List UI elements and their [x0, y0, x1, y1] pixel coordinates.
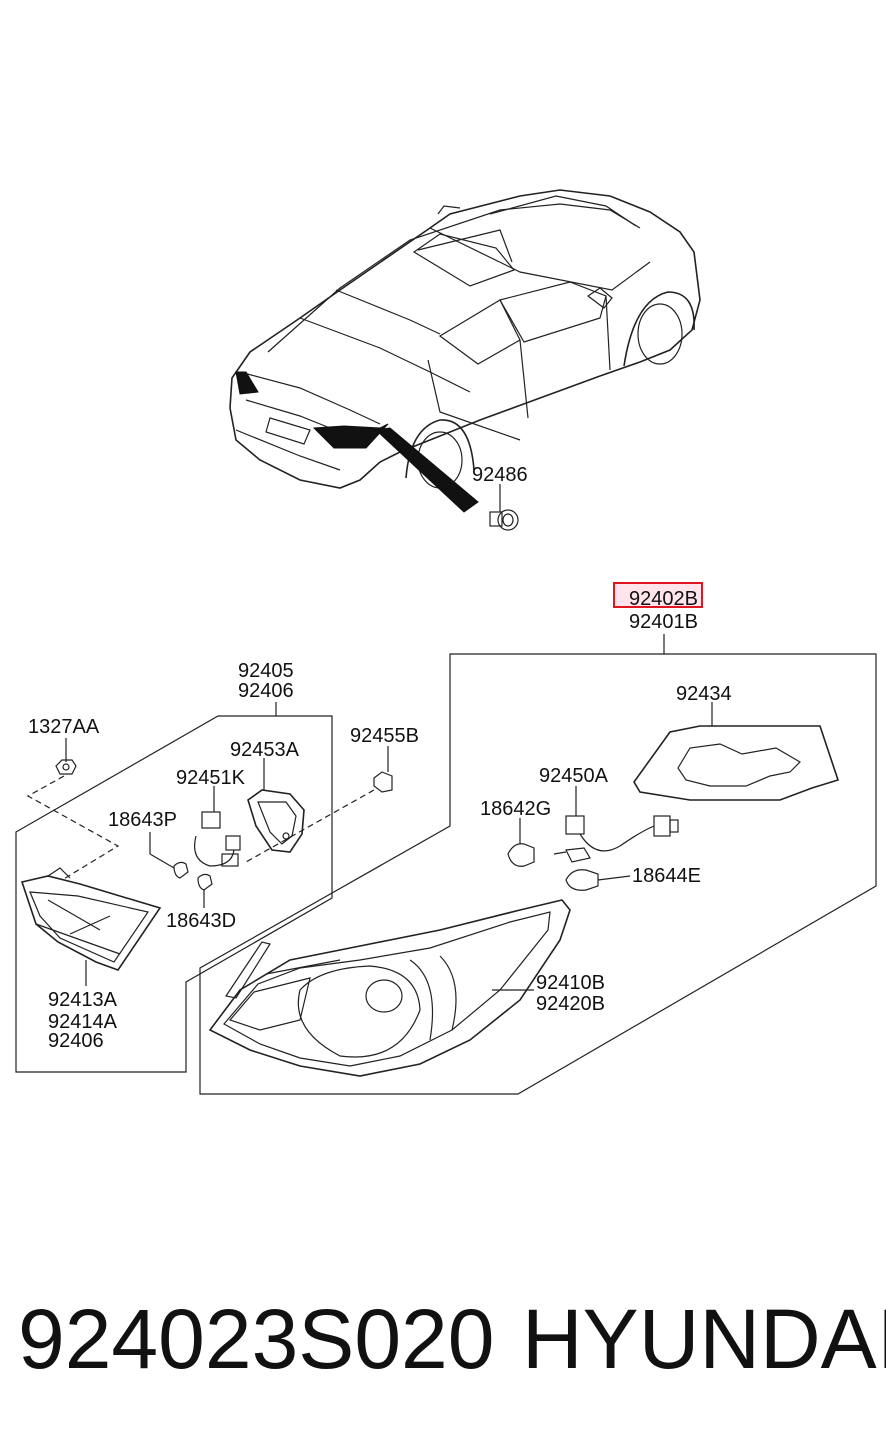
trunk-lamp-92413A: [20, 867, 162, 986]
nut-1327AA: [26, 738, 120, 881]
socket-92451K: [194, 786, 241, 867]
fastener-92455B: [245, 746, 393, 863]
highlight-box-92402B: [613, 582, 703, 608]
label-92453A: 92453A: [230, 739, 300, 761]
label-92451K: 92451K: [176, 767, 246, 789]
label-92450A: 92450A: [539, 765, 609, 787]
label-92486: 92486: [472, 464, 528, 486]
label-1327AA: 1327AA: [28, 716, 100, 738]
clip-92486: [489, 484, 519, 531]
label-92401B: 92401B: [629, 611, 698, 633]
label-18642G: 18642G: [480, 798, 551, 820]
label-92455B: 92455B: [350, 725, 419, 747]
frame-outer-lamp: [199, 653, 877, 1095]
label-92406-top: 92406: [238, 680, 294, 702]
bulb-18644E: [565, 869, 631, 891]
tail-lamp-92410B: [208, 899, 571, 1077]
bulb-18643P: [149, 832, 189, 879]
label-18643D: 18643D: [166, 910, 236, 932]
socket-harness-92450A: [553, 786, 679, 863]
label-18644E: 18644E: [632, 865, 701, 887]
car-illustration: [229, 189, 701, 513]
label-92420B: 92420B: [536, 993, 605, 1015]
footer-brand: HYUNDAI: [522, 1292, 886, 1386]
footer-part-number: 924023S020: [18, 1292, 494, 1386]
bulb-18643D: [197, 873, 213, 908]
label-92410B: 92410B: [536, 972, 605, 994]
label-92414A: 92414A: [48, 1011, 118, 1033]
label-92405: 92405: [238, 660, 294, 682]
label-92434: 92434: [676, 683, 732, 705]
gasket-92434: [633, 702, 840, 801]
gasket-92453A: [247, 758, 305, 853]
label-92413A: 92413A: [48, 989, 118, 1011]
label-92406-bottom: 92406: [48, 1030, 104, 1052]
frame-outer-trunk-lamp: [15, 715, 333, 1073]
label-18643P: 18643P: [108, 809, 177, 831]
label-92402B: 92402B: [629, 588, 698, 610]
bulb-18642G: [507, 818, 535, 867]
